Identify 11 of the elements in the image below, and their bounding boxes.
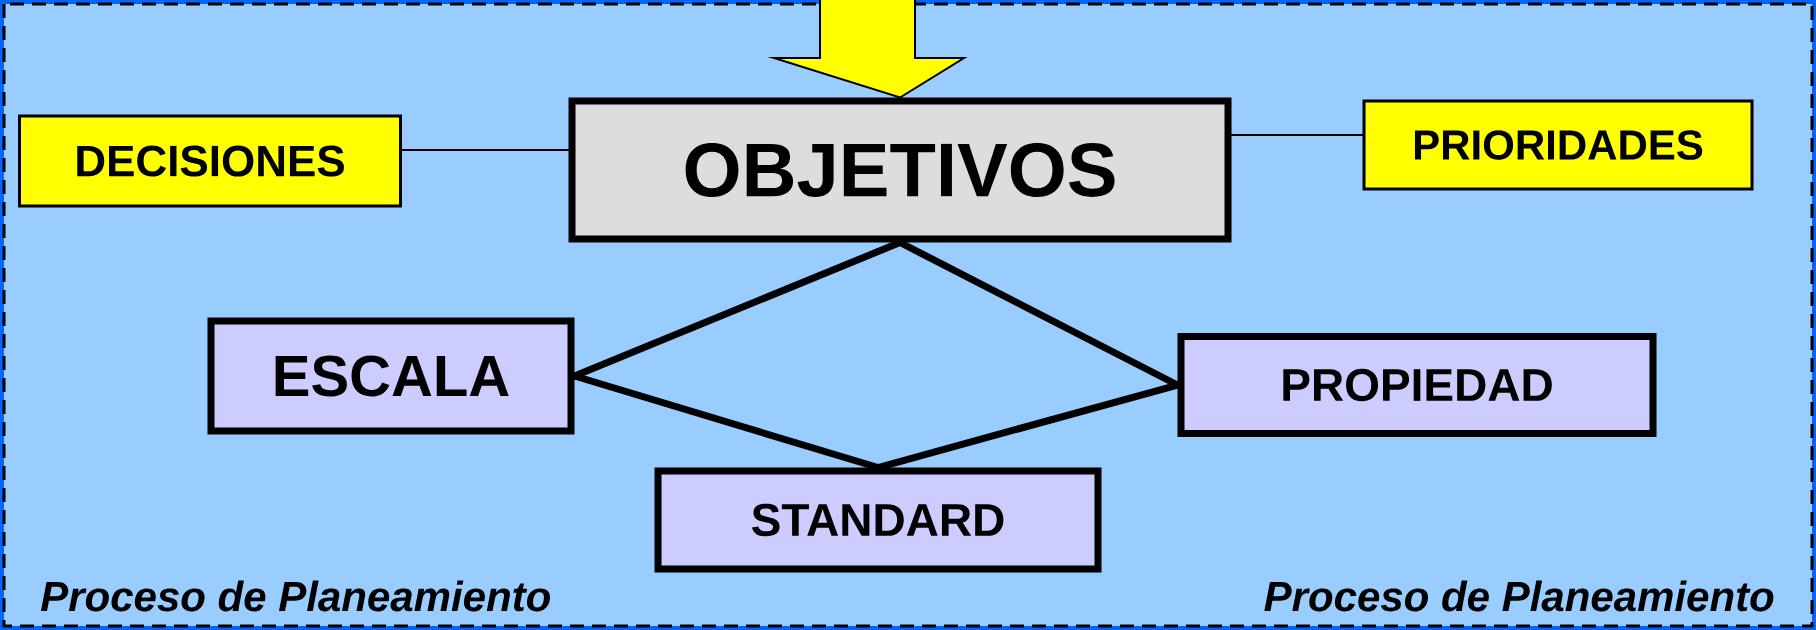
text-box: STANDARD	[654, 467, 1102, 573]
connector-line	[1230, 134, 1364, 136]
text-box: PRIORIDADES	[1362, 99, 1754, 191]
text-box: PROPIEDAD	[1177, 333, 1657, 437]
text-box: OBJETIVOS	[568, 97, 1232, 243]
text-box: DECISIONES	[18, 114, 402, 208]
block-arrow	[767, 0, 968, 99]
caption-text: Proceso de Planeamiento	[40, 580, 550, 612]
text-box: ESCALA	[207, 317, 575, 435]
connector-line	[401, 149, 570, 151]
caption-text: Proceso de Planeamiento	[1264, 580, 1774, 612]
